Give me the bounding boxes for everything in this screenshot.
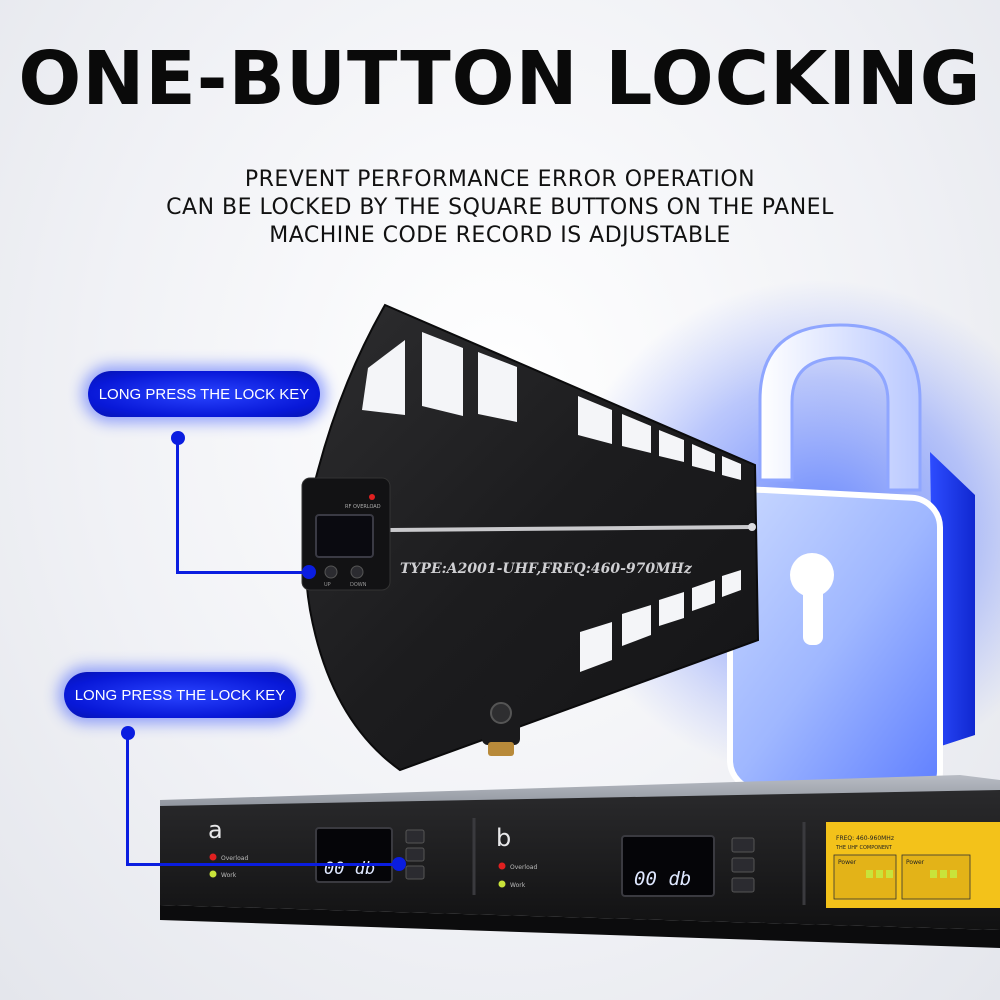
channel-b-overload-led — [498, 862, 506, 870]
subtitle-line-2: CAN BE LOCKED BY THE SQUARE BUTTONS ON T… — [166, 195, 834, 220]
antenna-led — [369, 494, 375, 500]
subtitle-line-1: PREVENT PERFORMANCE ERROR OPERATION — [244, 167, 756, 192]
antenna-down-button[interactable] — [350, 565, 364, 579]
subtitle: PREVENT PERFORMANCE ERROR OPERATION CAN … — [0, 166, 1000, 250]
channel-a-led1-label: Overload — [221, 855, 248, 862]
channel-a-letter: a — [208, 816, 223, 844]
channel-a-lock-button[interactable] — [405, 865, 425, 880]
callout-line-1-horizontal — [176, 571, 308, 574]
channel-b-work-led — [498, 880, 506, 888]
antenna-up-button[interactable] — [324, 565, 338, 579]
lock-icon — [727, 486, 943, 801]
lock-shackle-icon — [758, 323, 922, 492]
channel-b-led1-label: Overload — [510, 864, 537, 871]
callout-lock-key-antenna: LONG PRESS THE LOCK KEY — [88, 371, 320, 417]
receiver-info-panel: FREQ: 460-960MHz THE UHF COMPONENT Power… — [826, 822, 1000, 908]
antenna-type-label: TYPE:A2001-UHF,FREQ:460-970MHz — [400, 561, 693, 577]
callout-target-1 — [302, 565, 316, 579]
antenna-led-label: RF OVERLOAD — [345, 504, 381, 510]
channel-b-led2-label: Work — [510, 882, 526, 889]
channel-b-lock-button[interactable] — [731, 877, 755, 893]
callout-lock-key-receiver: LONG PRESS THE LOCK KEY — [64, 672, 296, 718]
subtitle-line-3: MACHINE CODE RECORD IS ADJUSTABLE — [269, 223, 731, 248]
headline: ONE-BUTTON LOCKING — [18, 36, 982, 122]
antenna-rod — [389, 525, 753, 532]
callout-line-2-horizontal — [126, 863, 398, 866]
receiver-rack — [160, 790, 1000, 930]
channel-b-down-button[interactable] — [731, 857, 755, 873]
antenna-cutouts — [362, 332, 741, 672]
channel-a-overload-led — [209, 853, 217, 861]
antenna-up-label: UP — [324, 582, 331, 588]
callout-target-2 — [392, 857, 406, 871]
channel-a-up-button[interactable] — [405, 829, 425, 844]
channel-b-letter: b — [496, 824, 511, 852]
channel-b-panel: b Overload Work 00 db — [496, 824, 755, 897]
antenna-screen — [315, 514, 374, 558]
channel-a-display-value: 00 db — [324, 859, 375, 879]
channel-b-display — [621, 835, 715, 897]
rack-bottom — [160, 905, 1000, 948]
channel-a-display — [315, 827, 393, 883]
info-power-1: Power — [838, 859, 857, 866]
antenna-down-label: DOWN — [350, 582, 367, 588]
channel-a-down-button[interactable] — [405, 847, 425, 862]
callout-line-1-vertical — [176, 440, 179, 573]
info-line-1: FREQ: 460-960MHz — [836, 835, 894, 842]
channel-b-up-button[interactable] — [731, 837, 755, 853]
info-line-2: THE UHF COMPONENT — [835, 845, 893, 851]
channel-a-led2-label: Work — [221, 872, 237, 879]
info-power-2: Power — [906, 859, 925, 866]
antenna-mount — [482, 695, 520, 756]
keyhole-icon — [790, 553, 834, 645]
callout-dot-2 — [121, 726, 135, 740]
channel-b-display-value: 00 db — [634, 868, 691, 890]
channel-a-work-led — [209, 870, 217, 878]
callout-line-2-vertical — [126, 734, 129, 865]
callout-dot-1 — [171, 431, 185, 445]
